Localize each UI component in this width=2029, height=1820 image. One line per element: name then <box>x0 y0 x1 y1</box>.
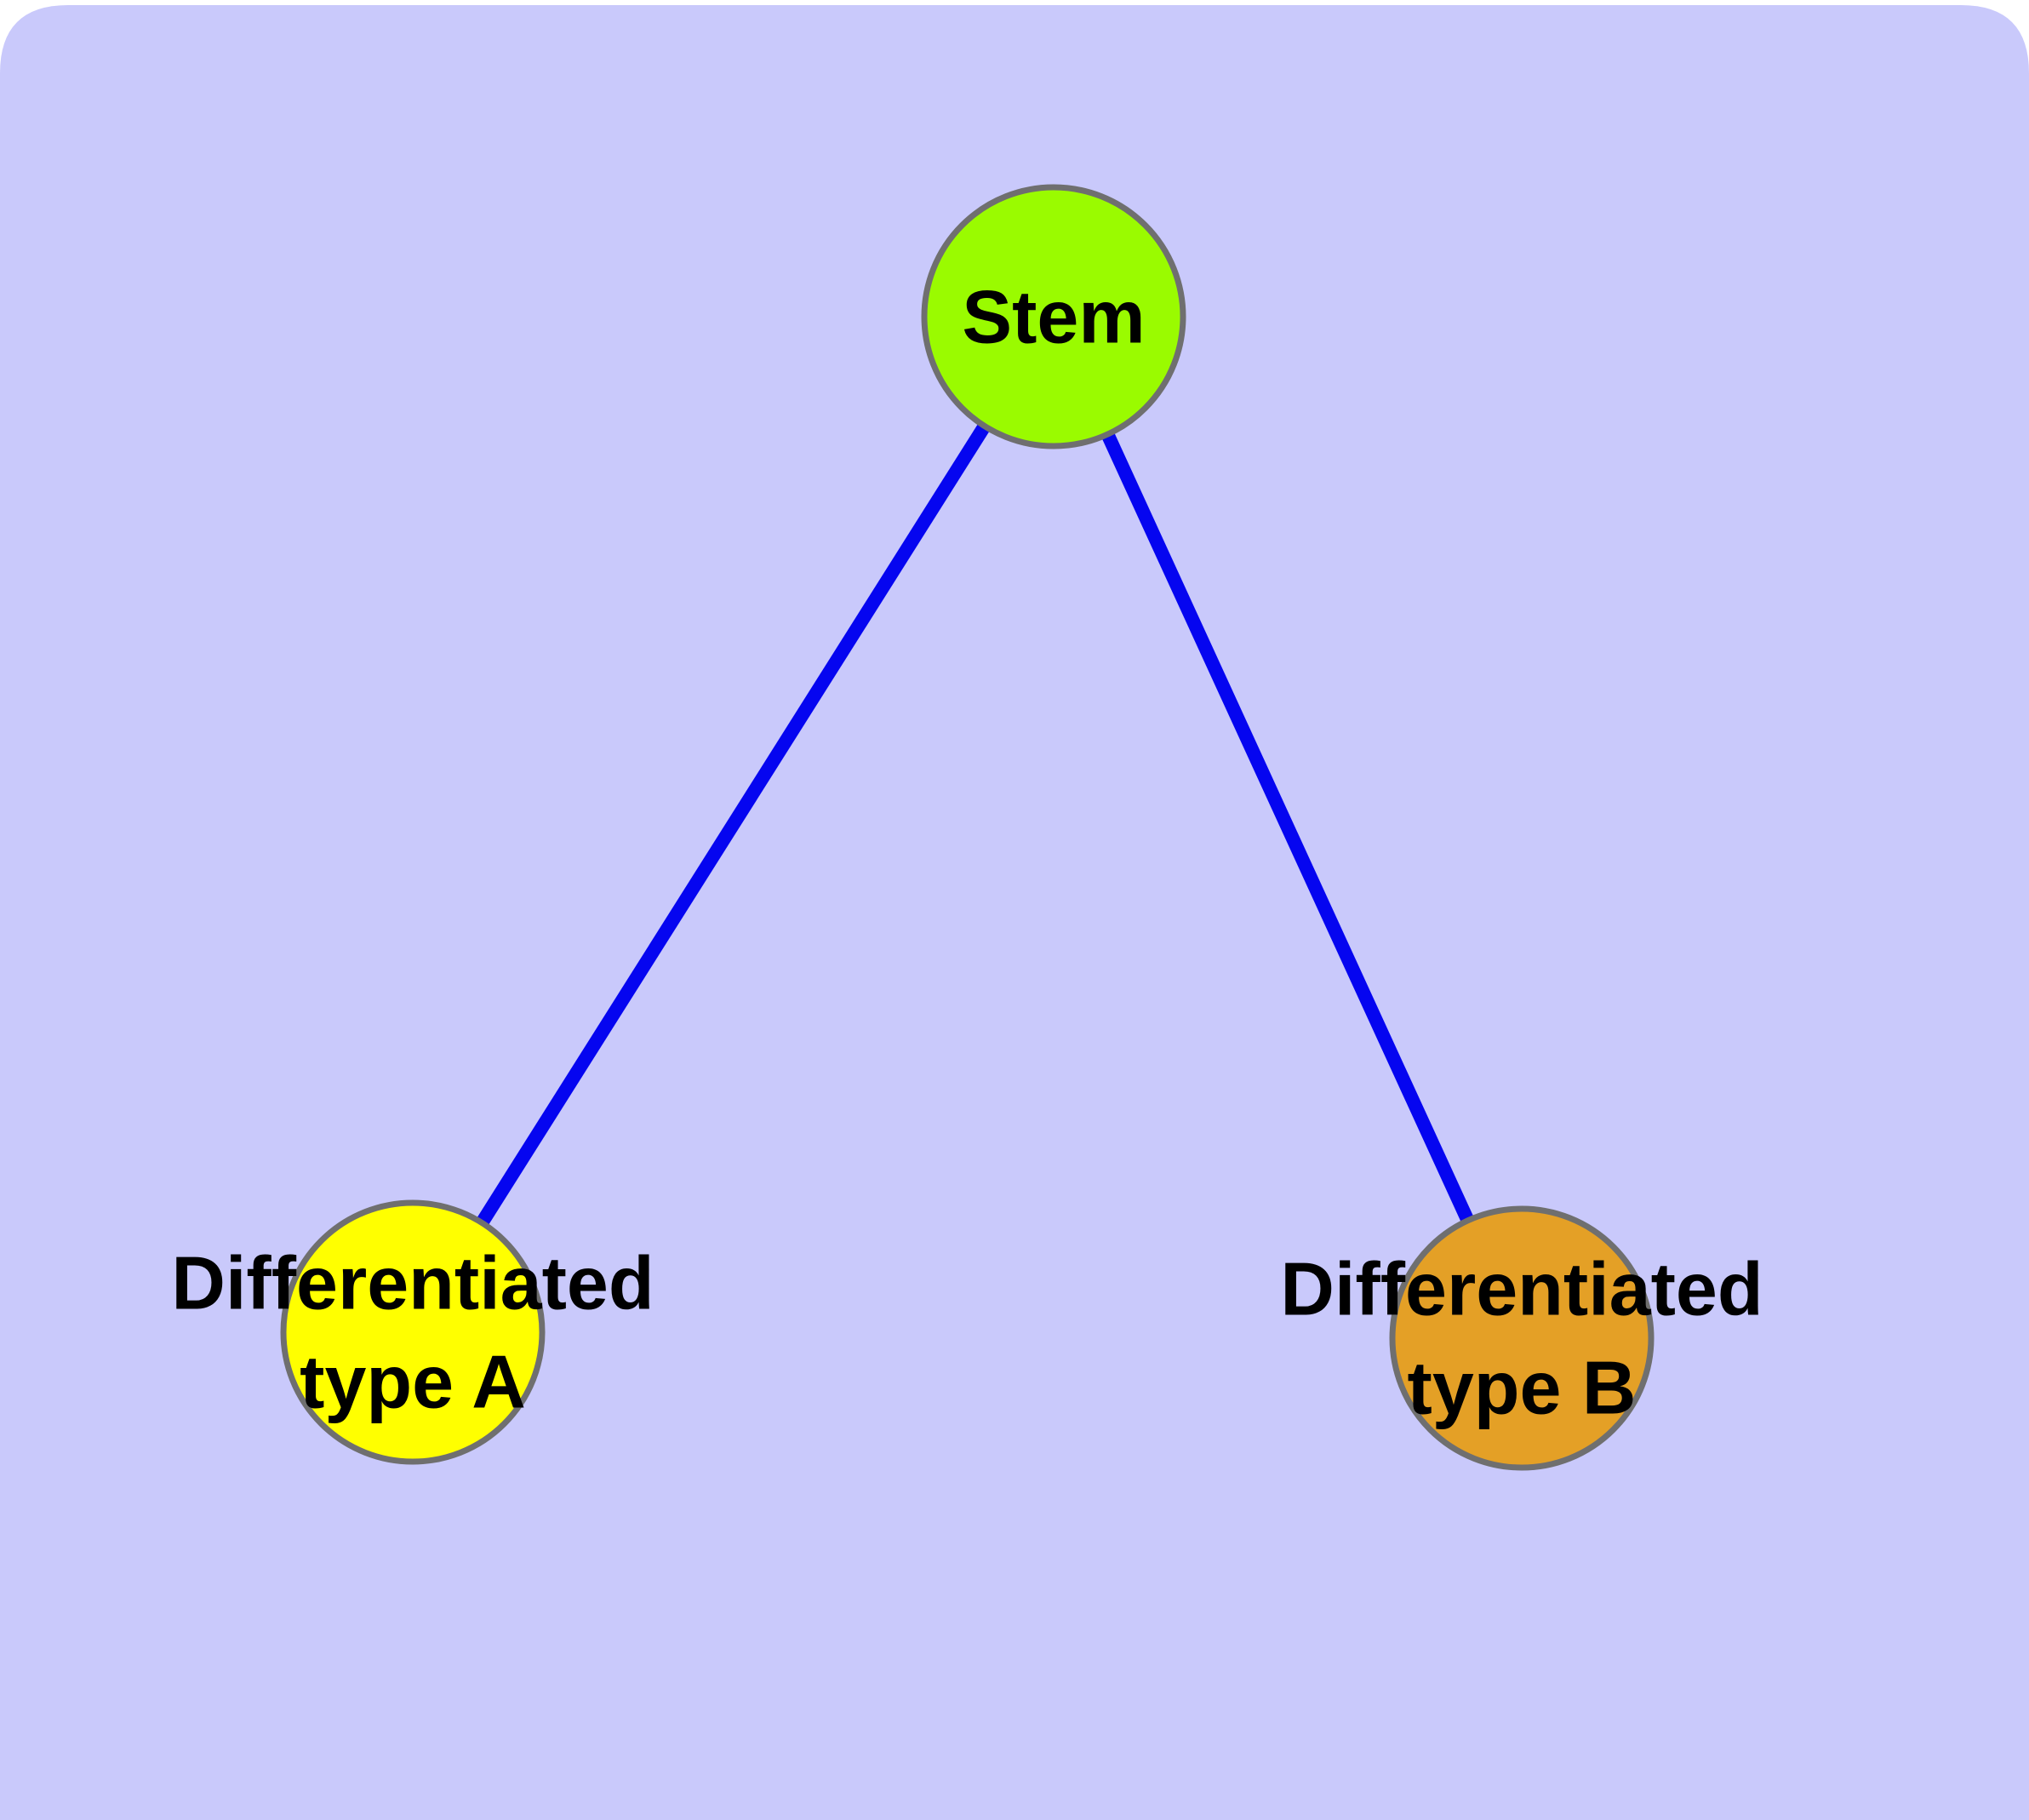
node-label-differentiated-type-b-line-1: Differentiated <box>1280 1247 1763 1331</box>
edge-stem-to-differentiated-type-a <box>407 312 1060 1336</box>
node-label-differentiated-type-a-line-2: type A <box>300 1340 526 1424</box>
node-stem <box>921 184 1186 449</box>
node-label-differentiated-type-b-line-2: type B <box>1408 1346 1637 1430</box>
edge-stem-to-differentiated-type-b <box>1047 313 1529 1342</box>
node-label-differentiated-type-a-line-1: Differentiated <box>171 1241 654 1325</box>
node-label-stem-line-1: Stem <box>962 275 1145 359</box>
node-differentiated-type-a <box>280 1199 546 1465</box>
node-differentiated-type-b <box>1389 1205 1655 1471</box>
